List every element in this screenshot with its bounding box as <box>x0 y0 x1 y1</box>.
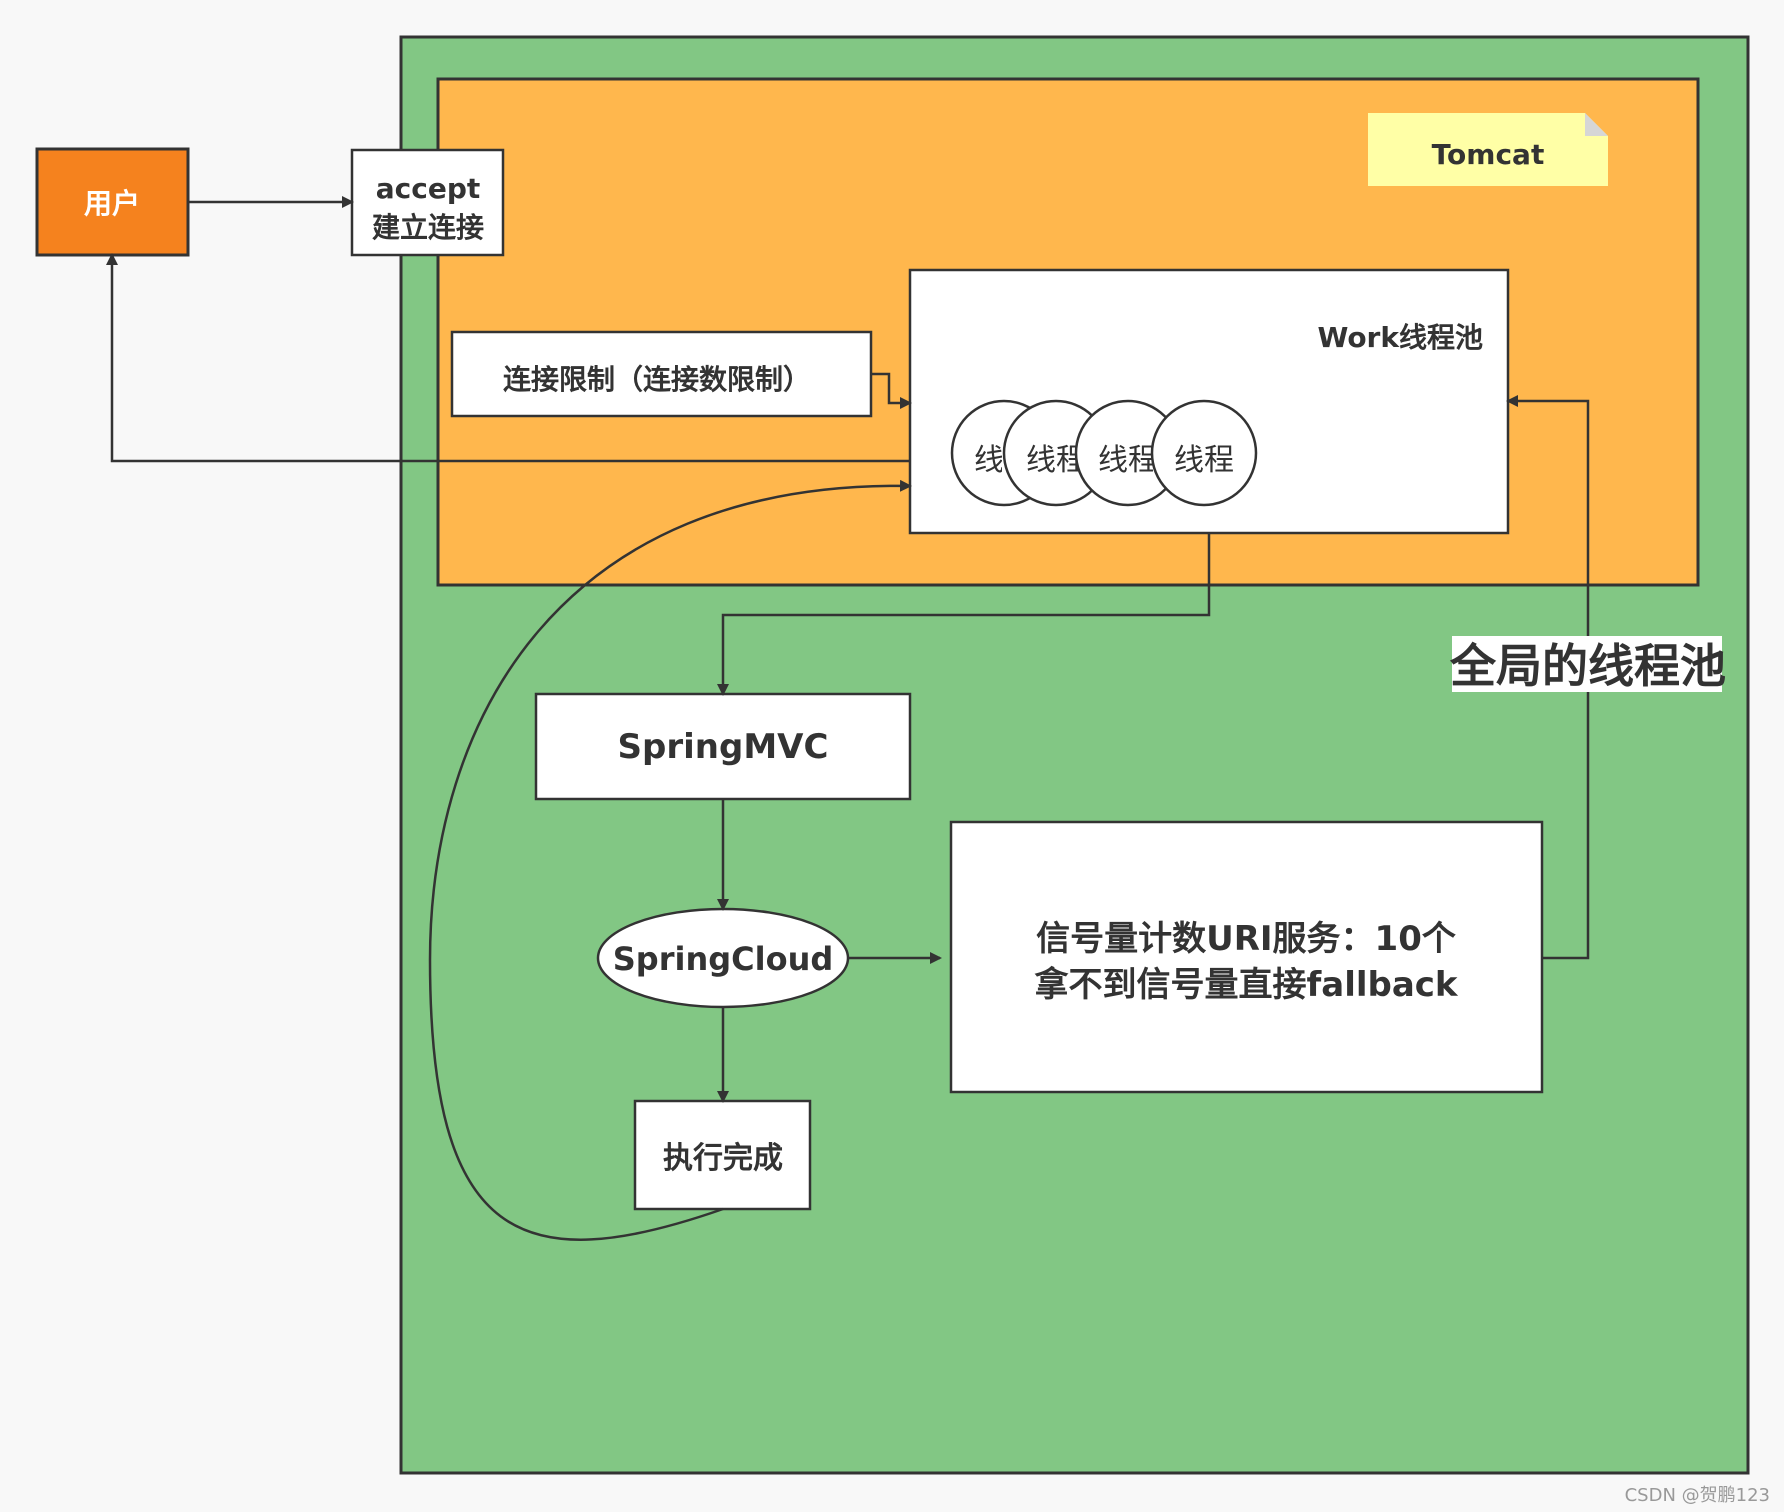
execution-done-label: 执行完成 <box>663 1141 783 1176</box>
connection-limit-label: 连接限制（连接数限制） <box>503 363 811 396</box>
semaphore-label-line1: 信号量计数URI服务：10个 <box>1036 919 1456 959</box>
accept-label-line2: 建立连接 <box>372 211 484 244</box>
thread-label-3: 线程 <box>1098 443 1158 478</box>
execution-done-box[interactable] <box>633 1099 812 1211</box>
thread-label-2: 线程 <box>1026 443 1086 478</box>
tomcat-note: Tomcat <box>1368 113 1608 186</box>
edge-done-to-workpool <box>428 479 912 1241</box>
thread-label-1: 线程 <box>974 443 1034 478</box>
springmvc-box[interactable] <box>534 692 912 801</box>
watermark: CSDN @贺鹏123 <box>1625 1485 1770 1506</box>
springmvc-label: SpringMVC <box>618 727 829 767</box>
semaphore-label-line2: 拿不到信号量直接fallback <box>1034 965 1458 1005</box>
tomcat-note-label: Tomcat <box>1432 138 1545 171</box>
edge-workpool-to-user <box>106 253 910 463</box>
accept-box[interactable] <box>350 148 505 257</box>
thread-circle-3: 线程 <box>1074 399 1182 507</box>
accept-label-line1: accept <box>376 172 481 205</box>
work-thread-pool-title: Work线程池 <box>1317 321 1483 354</box>
global-thread-pool-label-bg <box>1452 636 1722 692</box>
edge-workpool-to-springmvc <box>717 533 1211 696</box>
springcloud-label: SpringCloud <box>613 940 834 978</box>
connection-limit-box[interactable] <box>450 330 873 418</box>
thread-label-4: 线程 <box>1174 443 1234 478</box>
thread-circle-4: 线程 <box>1150 399 1258 507</box>
global-thread-pool-label: 全局的线程池 <box>1449 639 1726 693</box>
user-label: 用户 <box>84 187 140 220</box>
semaphore-box[interactable] <box>949 820 1544 1094</box>
edge-connlimit-to-workpool <box>871 372 912 409</box>
